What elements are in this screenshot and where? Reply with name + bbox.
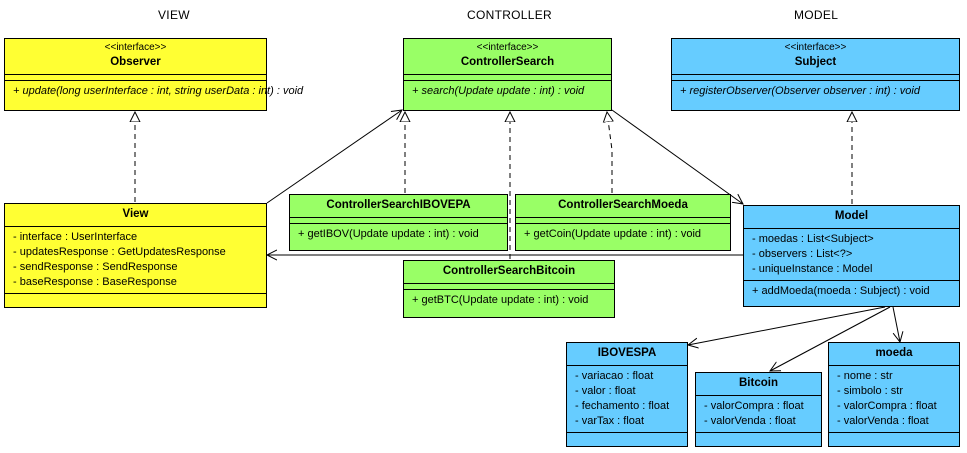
view-attribute: - sendResponse : SendResponse	[13, 261, 178, 273]
class-moeda[interactable]: moeda - nome : str - simbolo : str - val…	[828, 342, 960, 447]
subject-method: + registerObserver(Observer observer : i…	[680, 85, 920, 97]
csmoeda-methods: + getCoin(Update update : int) : void	[516, 223, 730, 245]
csbitcoin-method: + getBTC(Update update : int) : void	[412, 294, 589, 306]
csmoeda-attributes	[516, 217, 730, 223]
subject-attributes	[672, 74, 959, 80]
ibovespa-name: IBOVESPA	[597, 347, 657, 359]
ibovespa-attribute: - fechamento : float	[575, 400, 670, 412]
moeda-attribute: - valorVenda : float	[837, 415, 929, 427]
view-attributes: - interface : UserInterface - updatesRes…	[5, 226, 266, 293]
observer-name: Observer	[110, 56, 161, 68]
subject-name: Subject	[794, 56, 837, 68]
controllersearch-stereotype: <<interface>>	[476, 42, 539, 53]
subject-methods: + registerObserver(Observer observer : i…	[672, 80, 959, 102]
class-controllersearch[interactable]: <<interface>> ControllerSearch + search(…	[403, 38, 612, 111]
edge-model-to-ibovespa	[688, 306, 886, 345]
csibovepa-attributes	[290, 217, 507, 223]
csibovepa-name: ControllerSearchIBOVEPA	[326, 199, 471, 211]
bitcoin-methods	[696, 432, 821, 438]
ibovespa-attributes: - variacao : float - valor : float - fec…	[567, 365, 687, 432]
observer-methods: + update(long userInterface : int, strin…	[5, 80, 304, 102]
edge-controllersearch-to-model	[611, 109, 743, 204]
moeda-attribute: - nome : str	[837, 370, 893, 382]
view-attribute: - updatesResponse : GetUpdatesResponse	[13, 246, 226, 258]
csbitcoin-methods: + getBTC(Update update : int) : void	[404, 289, 614, 311]
controllersearch-method: + search(Update update : int) : void	[412, 85, 585, 97]
model-name: Model	[834, 210, 869, 222]
view-attribute: - baseResponse : BaseResponse	[13, 276, 177, 288]
bitcoin-name: Bitcoin	[739, 377, 778, 389]
model-attribute: - observers : List<?>	[752, 248, 853, 260]
observer-stereotype: <<interface>>	[104, 42, 167, 53]
column-title-model: MODEL	[794, 8, 839, 22]
moeda-attribute: - valorCompra : float	[837, 400, 937, 412]
class-model[interactable]: Model - moedas : List<Subject> - observe…	[743, 205, 960, 307]
class-controllersearch-bitcoin[interactable]: ControllerSearchBitcoin + getBTC(Update …	[403, 260, 615, 318]
moeda-attribute: - simbolo : str	[837, 385, 904, 397]
class-observer[interactable]: <<interface>> Observer + update(long use…	[4, 38, 304, 111]
moeda-attributes: - nome : str - simbolo : str - valorComp…	[829, 365, 959, 432]
model-method: + addMoeda(moeda : Subject) : void	[752, 285, 930, 297]
class-controllersearch-moeda[interactable]: ControllerSearchMoeda + getCoin(Update u…	[515, 194, 731, 251]
class-subject[interactable]: <<interface>> Subject + registerObserver…	[671, 38, 960, 111]
csbitcoin-attributes	[404, 283, 614, 289]
view-name: View	[122, 208, 149, 220]
bitcoin-attributes: - valorCompra : float - valorVenda : flo…	[696, 395, 821, 432]
csibovepa-methods: + getIBOV(Update update : int) : void	[290, 223, 507, 245]
edge-csmoeda-realizes-controllersearch	[607, 112, 612, 193]
csmoeda-name: ControllerSearchMoeda	[558, 199, 688, 211]
controllersearch-name: ControllerSearch	[460, 56, 555, 68]
ibovespa-attribute: - varTax : float	[575, 415, 645, 427]
observer-method: + update(long userInterface : int, strin…	[13, 85, 304, 97]
moeda-methods	[829, 432, 959, 438]
column-title-view: VIEW	[158, 8, 190, 22]
column-title-controller: CONTROLLER	[467, 8, 553, 22]
edge-model-to-bitcoin	[770, 306, 891, 371]
view-methods	[5, 293, 266, 299]
bitcoin-attribute: - valorVenda : float	[704, 415, 796, 427]
moeda-name: moeda	[875, 347, 913, 359]
controllersearch-attributes	[404, 74, 611, 80]
model-attribute: - moedas : List<Subject>	[752, 233, 874, 245]
ibovespa-attribute: - valor : float	[575, 385, 636, 397]
class-ibovespa[interactable]: IBOVESPA - variacao : float - valor : fl…	[566, 342, 688, 447]
class-bitcoin[interactable]: Bitcoin - valorCompra : float - valorVen…	[695, 372, 822, 447]
model-attribute: - uniqueInstance : Model	[752, 263, 873, 275]
ibovespa-attribute: - variacao : float	[575, 370, 654, 382]
csmoeda-method: + getCoin(Update update : int) : void	[524, 228, 702, 240]
view-attribute: - interface : UserInterface	[13, 231, 138, 243]
edge-model-to-moeda	[892, 306, 900, 342]
observer-attributes	[5, 74, 266, 80]
model-attributes: - moedas : List<Subject> - observers : L…	[744, 228, 959, 280]
ibovespa-methods	[567, 432, 687, 438]
model-methods: + addMoeda(moeda : Subject) : void	[744, 280, 959, 302]
bitcoin-attribute: - valorCompra : float	[704, 400, 804, 412]
controllersearch-methods: + search(Update update : int) : void	[404, 80, 611, 102]
subject-stereotype: <<interface>>	[784, 42, 847, 53]
csbitcoin-name: ControllerSearchBitcoin	[442, 265, 576, 277]
csibovepa-method: + getIBOV(Update update : int) : void	[298, 228, 479, 240]
class-view[interactable]: View - interface : UserInterface - updat…	[4, 203, 267, 308]
class-controllersearch-ibovepa[interactable]: ControllerSearchIBOVEPA + getIBOV(Update…	[289, 194, 508, 251]
edge-view-to-controllersearch	[266, 110, 402, 204]
